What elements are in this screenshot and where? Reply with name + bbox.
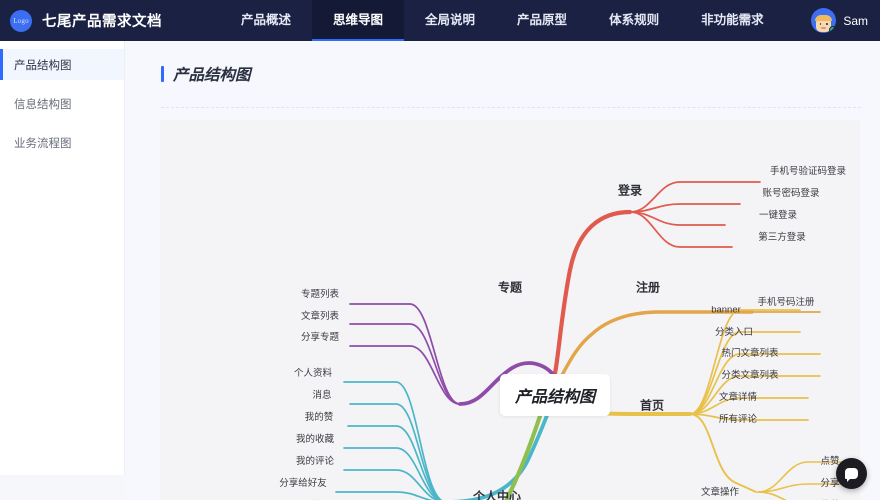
mindmap-leaf-login-2[interactable]: 一键登录	[758, 210, 798, 221]
chat-fab-button[interactable]	[836, 458, 867, 489]
top-navigation-bar: Logo 七尾产品需求文档 产品概述 思维导图 全局说明 产品原型 体系规则 非…	[0, 0, 880, 41]
mindmap-branch-personal-center[interactable]: 个人中心	[472, 489, 522, 500]
sidebar-item-information-structure[interactable]: 信息结构图	[0, 88, 124, 119]
chat-bubble-icon	[845, 468, 858, 482]
nav-item-global-description[interactable]: 全局说明	[425, 13, 476, 27]
nav-item-prototype[interactable]: 产品原型	[517, 13, 568, 27]
page-title: 产品结构图	[161, 63, 880, 85]
mindmap-leaf-personal-0[interactable]: 个人资料	[293, 368, 333, 379]
section-divider	[161, 107, 861, 108]
mindmap-leaf-topic-0[interactable]: 专题列表	[300, 289, 340, 300]
mindmap-leaf-personal-3[interactable]: 我的收藏	[295, 434, 335, 445]
sidebar-item-label: 信息结构图	[14, 98, 72, 111]
sidebar-item-label: 产品结构图	[14, 59, 72, 72]
sidebar-item-label: 业务流程图	[14, 137, 72, 150]
mindmap-leaf-article-action-0[interactable]: 点赞	[820, 456, 840, 467]
online-status-badge	[829, 26, 837, 33]
brand-title: 七尾产品需求文档	[42, 14, 162, 30]
mindmap-leaf-home-6[interactable]: 文章操作	[700, 487, 740, 498]
mindmap-leaf-home-5[interactable]: 所有评论	[718, 414, 758, 425]
mindmap-root-node[interactable]: 产品结构图	[499, 374, 611, 416]
mindmap-leaf-personal-1[interactable]: 消息	[312, 390, 332, 401]
mindmap-leaf-article-action-1[interactable]: 分享	[820, 478, 840, 489]
nav-item-system-rules[interactable]: 体系规则	[609, 13, 660, 27]
username-label: Sam	[843, 13, 868, 28]
logo-icon: Logo	[10, 9, 32, 32]
mindmap-leaf-home-0[interactable]: banner	[711, 304, 741, 316]
nav-item-mind-map[interactable]: 思维导图	[312, 0, 405, 41]
logo-text: Logo	[13, 16, 29, 25]
mindmap-connectors	[335, 181, 860, 500]
mindmap-leaf-topic-1[interactable]: 文章列表	[300, 311, 340, 322]
mindmap-leaf-home-3[interactable]: 分类文章列表	[721, 370, 779, 381]
mindmap-branch-home[interactable]: 首页	[639, 398, 665, 413]
mindmap-branch-register[interactable]: 注册	[635, 280, 661, 295]
mindmap-leaf-login-0[interactable]: 手机号验证码登录	[769, 166, 847, 177]
mindmap-leaf-home-1[interactable]: 分类入口	[714, 327, 754, 338]
user-menu[interactable]: Sam	[811, 0, 868, 41]
mindmap-leaf-personal-5[interactable]: 分享给好友	[279, 478, 327, 489]
mindmap-leaf-register-0[interactable]: 手机号码注册	[757, 297, 815, 308]
title-accent-bar	[161, 66, 164, 82]
mindmap-leaf-personal-2[interactable]: 我的赞	[304, 412, 334, 423]
nav-item-product-overview[interactable]: 产品概述	[241, 13, 292, 27]
brand[interactable]: Logo 七尾产品需求文档	[0, 9, 162, 32]
mindmap-leaf-home-4[interactable]: 文章详情	[718, 392, 758, 403]
main-nav: 产品概述 思维导图 全局说明 产品原型 体系规则 非功能需求	[220, 0, 785, 41]
mindmap-leaf-topic-2[interactable]: 分享专题	[300, 332, 340, 343]
mindmap-leaf-login-3[interactable]: 第三方登录	[758, 232, 806, 243]
sidebar: 产品结构图 信息结构图 业务流程图	[0, 41, 125, 475]
page-title-text: 产品结构图	[173, 67, 251, 84]
mindmap-leaf-login-1[interactable]: 账号密码登录	[762, 188, 820, 199]
mindmap-leaf-personal-4[interactable]: 我的评论	[295, 456, 335, 467]
sidebar-item-product-structure[interactable]: 产品结构图	[0, 49, 124, 80]
mindmap-leaf-home-2[interactable]: 热门文章列表	[721, 348, 779, 359]
main-content: 产品结构图	[125, 41, 880, 500]
mindmap-branch-login[interactable]: 登录	[617, 183, 643, 198]
sidebar-item-business-flow[interactable]: 业务流程图	[0, 127, 124, 158]
page-header: 产品结构图	[125, 41, 880, 85]
nav-item-nonfunctional-requirements[interactable]: 非功能需求	[701, 13, 764, 27]
mindmap-branch-topic[interactable]: 专题	[497, 280, 523, 295]
mindmap-canvas[interactable]: 产品结构图 登录 手机号验证码登录 账号密码登录 一键登录 第三方登录 注册 手…	[160, 120, 860, 500]
avatar	[811, 8, 837, 33]
